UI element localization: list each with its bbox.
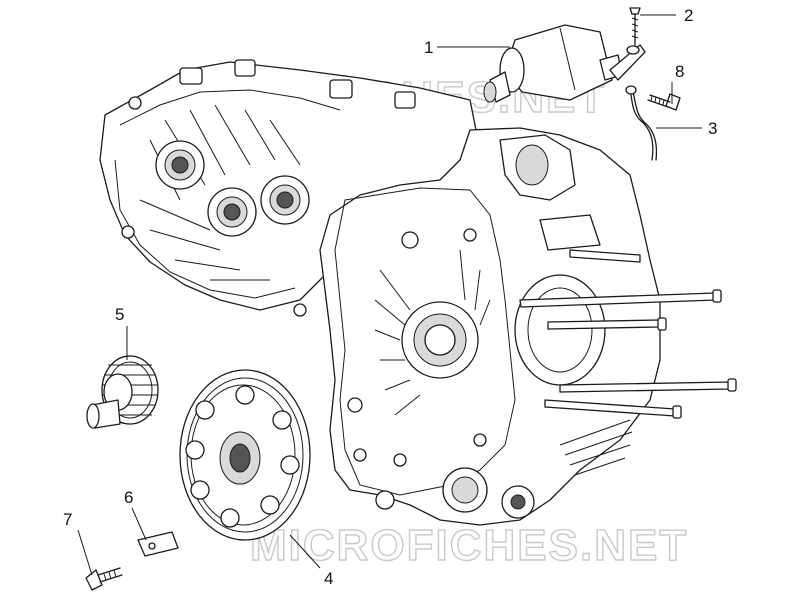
- leader-lines: [77, 14, 702, 576]
- callout-1: 1: [424, 38, 433, 57]
- retaining-plate: [137, 531, 179, 557]
- crankcase-right: [319, 127, 661, 526]
- driven-gear: [179, 369, 311, 541]
- mounting-bracket: [609, 7, 646, 81]
- screw-7: [85, 567, 123, 591]
- callout-5: 5: [115, 305, 124, 324]
- cylinder-studs: [519, 249, 737, 419]
- callout-6: 6: [124, 488, 133, 507]
- screw-8: [647, 93, 681, 111]
- starter-intermediate-gear: [86, 355, 159, 429]
- cable: [625, 85, 658, 161]
- callout-4: 4: [324, 569, 333, 588]
- watermark-bottom: MICROFICHES.NET: [250, 521, 688, 570]
- starter-motor: [483, 24, 623, 103]
- callout-7: 7: [63, 510, 72, 529]
- callout-8: 8: [675, 62, 684, 81]
- transmission-case-left: [99, 59, 481, 317]
- callout-2: 2: [684, 6, 693, 25]
- callout-3: 3: [708, 119, 717, 138]
